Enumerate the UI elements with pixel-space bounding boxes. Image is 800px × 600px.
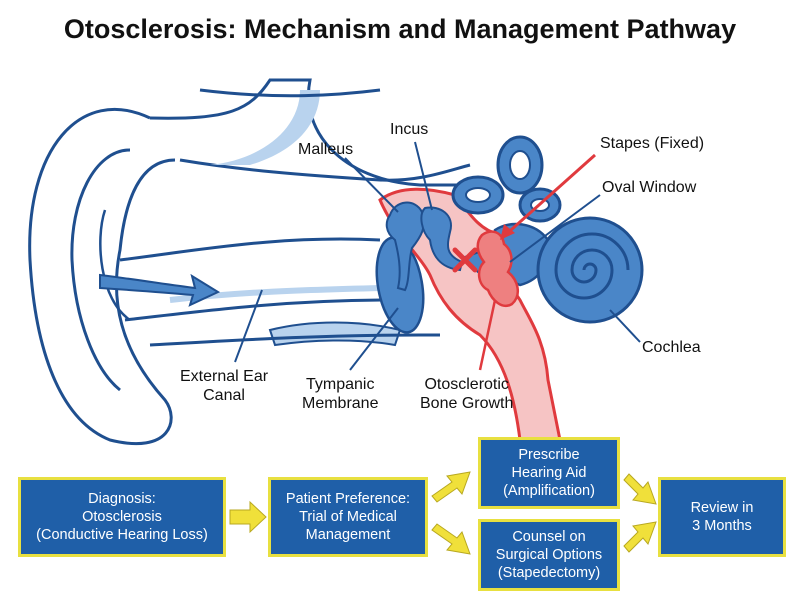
flow-box-hearing-aid: Prescribe Hearing Aid (Amplification)	[478, 437, 620, 509]
pointer-cochlea	[609, 309, 641, 343]
label-stapes: Stapes (Fixed)	[600, 135, 705, 152]
flow-box-review: Review in 3 Months	[658, 477, 786, 557]
ear-anatomy-illustration	[28, 78, 644, 446]
arrow-diagnosis-to-preference	[229, 500, 267, 534]
pointer-malleus	[344, 157, 399, 213]
pinna-inner	[70, 148, 131, 392]
label-incus: Incus	[390, 121, 429, 138]
ear-canal-top	[119, 237, 381, 262]
label-malleus: Malleus	[298, 141, 354, 158]
pointer-stapes-head	[500, 224, 515, 240]
flow-box-patient-preference: Patient Preference: Trial of Medical Man…	[268, 477, 428, 557]
pointer-stapes	[501, 153, 596, 240]
pointer-bone-growth	[478, 299, 497, 371]
label-cochlea: Cochlea	[642, 339, 701, 356]
skull-band	[179, 158, 471, 182]
bone-shade-upper	[210, 90, 320, 165]
label-bone-growth: Otosclerotic Bone Growth	[420, 376, 514, 412]
label-tympanic-membrane: Tympanic Membrane	[302, 376, 379, 412]
arrow-surgery-to-review	[623, 521, 657, 553]
flow-box-diagnosis: Diagnosis: Otosclerosis (Conductive Hear…	[18, 477, 226, 557]
ear-canal-bottom	[124, 298, 391, 322]
pointer-oval-window	[509, 194, 601, 263]
pinna-fold	[99, 209, 131, 322]
pointer-incus	[414, 141, 433, 211]
arrow-hearing-aid-to-review	[623, 473, 657, 505]
page-title: Otosclerosis: Mechanism and Management P…	[63, 14, 737, 44]
malleus-shape	[385, 201, 426, 292]
cochlea-spiral	[554, 232, 630, 300]
arrow-preference-to-hearing-aid	[431, 471, 471, 503]
arrow-preference-to-surgery	[431, 523, 471, 555]
pinna	[28, 107, 176, 446]
pointer-ear-canal	[234, 289, 263, 363]
skull-upper	[149, 78, 460, 187]
skull-outer-top	[199, 88, 381, 98]
skull-lower	[149, 333, 440, 347]
bone-growth-lumps	[476, 230, 520, 307]
bone-shade-lower	[268, 321, 402, 347]
label-ear-canal: External Ear Canal	[180, 368, 269, 404]
flow-box-surgical-options: Counsel on Surgical Options (Stapedectom…	[478, 519, 620, 591]
label-oval-window: Oval Window	[602, 179, 697, 196]
sound-arrow-icon	[99, 273, 221, 307]
pointer-tympanic	[349, 307, 399, 371]
fixation-x-icon	[452, 247, 478, 273]
